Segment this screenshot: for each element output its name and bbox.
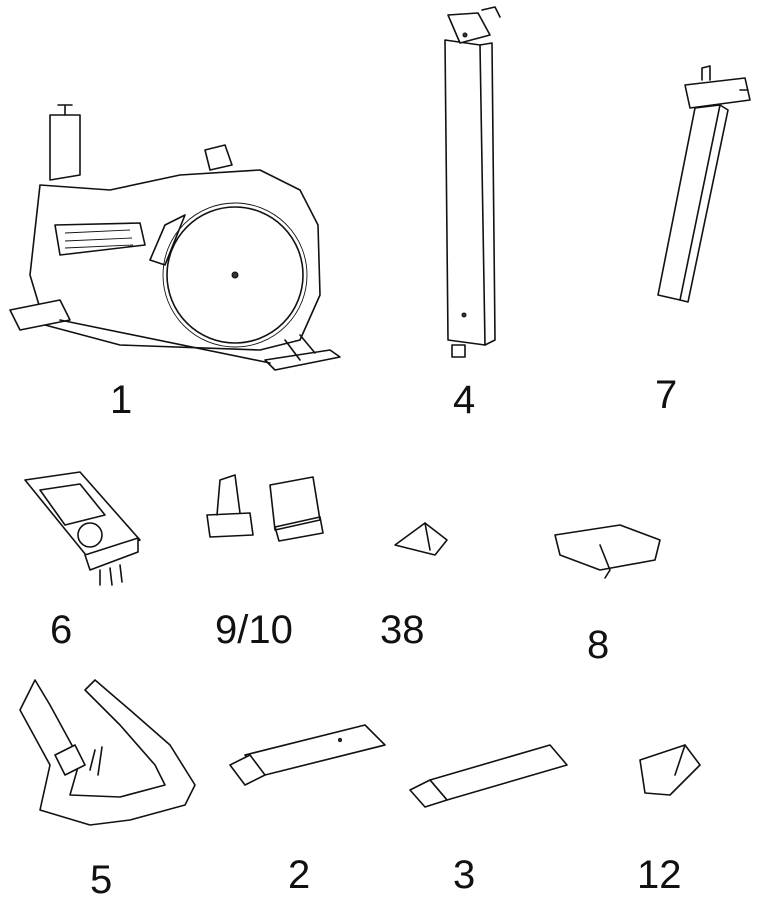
label-console: 6 [50, 608, 73, 652]
label-rear-stabilizer: 3 [453, 853, 476, 897]
seat-post-drawing [657, 65, 751, 303]
label-cover: 12 [637, 853, 682, 897]
cap-drawing [394, 522, 448, 556]
label-main-frame: 1 [110, 378, 133, 422]
handlebar-drawing [19, 679, 196, 826]
part-cap: 38 [375, 515, 455, 650]
cover-drawing [639, 744, 701, 796]
part-seat-post: 7 [640, 60, 757, 415]
label-front-stabilizer: 2 [288, 853, 311, 897]
label-handlebar: 5 [90, 858, 113, 902]
part-main-frame: 1 [0, 95, 350, 420]
front-stabilizer-drawing [229, 724, 386, 786]
label-seat-post: 7 [655, 373, 678, 417]
part-rear-stabilizer: 3 [405, 735, 575, 901]
upright-post-drawing [444, 6, 501, 358]
seat-drawing [554, 524, 661, 579]
label-pedals: 9/10 [215, 608, 293, 652]
console-drawing [24, 471, 141, 586]
part-upright-post: 4 [420, 5, 520, 420]
label-upright-post: 4 [453, 378, 476, 422]
label-seat: 8 [587, 623, 610, 667]
part-seat: 8 [550, 520, 670, 665]
part-cover: 12 [625, 735, 725, 901]
pedals-drawing [206, 474, 324, 542]
part-front-stabilizer: 2 [225, 720, 395, 901]
part-console: 6 [20, 470, 145, 650]
rear-stabilizer-drawing [409, 744, 568, 808]
label-cap: 38 [380, 608, 425, 652]
part-pedals: 9/10 [195, 465, 340, 650]
main-frame-drawing [9, 104, 341, 371]
part-handlebar: 5 [10, 665, 205, 901]
